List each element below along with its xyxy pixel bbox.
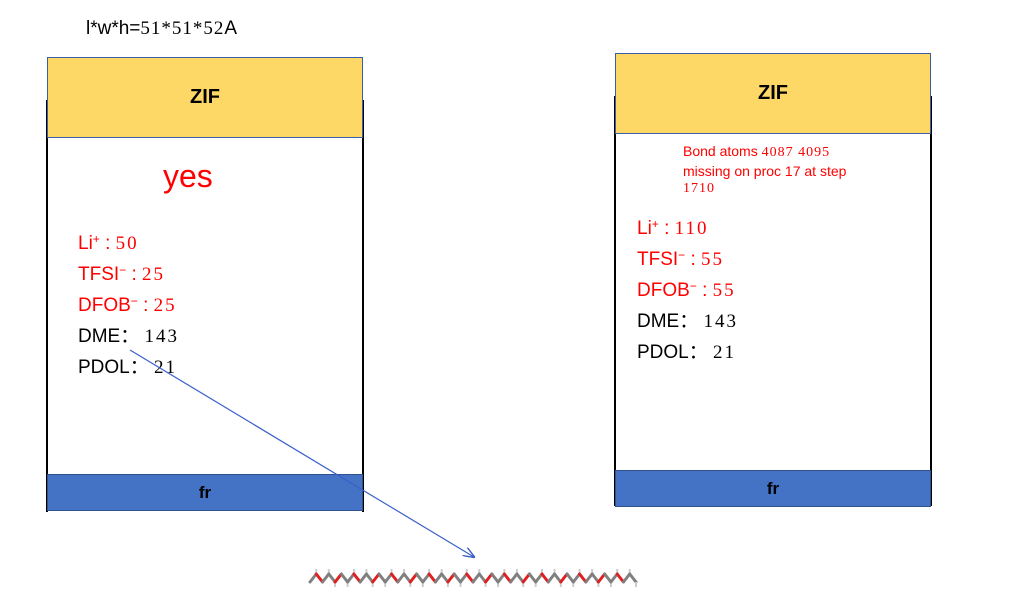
right-fr-footer: fr [615, 470, 931, 507]
bond [559, 572, 569, 584]
bond [465, 572, 475, 584]
bond [364, 572, 375, 584]
bond [596, 572, 607, 584]
bond [515, 572, 525, 584]
bond [571, 572, 582, 584]
bond [339, 572, 350, 584]
bond [352, 572, 362, 584]
bond [421, 572, 431, 584]
bond [615, 572, 625, 584]
bond [553, 572, 563, 584]
bond [396, 572, 406, 584]
bond [534, 572, 544, 584]
bond [509, 572, 519, 584]
bond [502, 572, 513, 584]
component-dfob: DFOB− : 25 [78, 294, 177, 316]
bond [546, 572, 556, 584]
component-dme: DME： 143 [78, 326, 180, 347]
bond [433, 572, 444, 584]
left-status-text: yes [163, 158, 213, 194]
bond [402, 572, 412, 584]
bond [496, 572, 506, 584]
right-simulation-box [614, 96, 932, 506]
bond [490, 572, 500, 584]
component-pdol: PDOL： 21 [78, 357, 178, 378]
bond [590, 572, 600, 584]
right-zif-header: ZIF [615, 53, 931, 134]
bond [408, 572, 419, 584]
pointer-arrow [129, 349, 474, 557]
left-fr-footer: fr [47, 474, 363, 511]
component-li: Li+ : 50 [78, 232, 139, 254]
bond [415, 572, 425, 584]
left-zif-header: ZIF [47, 57, 363, 138]
bond [527, 572, 538, 584]
bond [333, 572, 343, 584]
bond [540, 572, 550, 584]
bond [603, 572, 613, 584]
bond [327, 572, 337, 584]
left-simulation-box [46, 100, 364, 512]
box-dimensions: l*w*h=51*51*52A [86, 18, 238, 39]
right-error-message: Bond atoms 4087 4095 missing on proc 17 … [683, 143, 847, 196]
bond [383, 572, 393, 584]
bond [609, 572, 619, 584]
bond [565, 572, 575, 584]
bond [427, 572, 437, 584]
bond [584, 572, 594, 584]
bond [371, 572, 381, 584]
bond [458, 572, 469, 584]
bond [314, 572, 325, 584]
bond [390, 572, 400, 584]
component-li: Li+ : 110 [637, 217, 709, 239]
component-dme: DME： 143 [637, 311, 739, 332]
bond [358, 572, 368, 584]
bond [440, 572, 450, 584]
bond [484, 572, 494, 584]
bond [471, 572, 481, 584]
bond [346, 572, 356, 584]
bond [628, 572, 638, 584]
bond [446, 572, 456, 584]
pdol-molecule-structure [308, 569, 638, 587]
bond [321, 572, 331, 584]
component-tfsi: TFSI− : 55 [637, 248, 725, 270]
bond [621, 572, 632, 584]
bond [452, 572, 462, 584]
bond [578, 572, 588, 584]
component-tfsi: TFSI− : 25 [78, 263, 166, 285]
bond [521, 572, 531, 584]
bond [308, 572, 318, 584]
bond [377, 572, 387, 584]
bond [477, 572, 488, 584]
component-pdol: PDOL： 21 [637, 342, 737, 363]
component-dfob: DFOB− : 55 [637, 279, 736, 301]
